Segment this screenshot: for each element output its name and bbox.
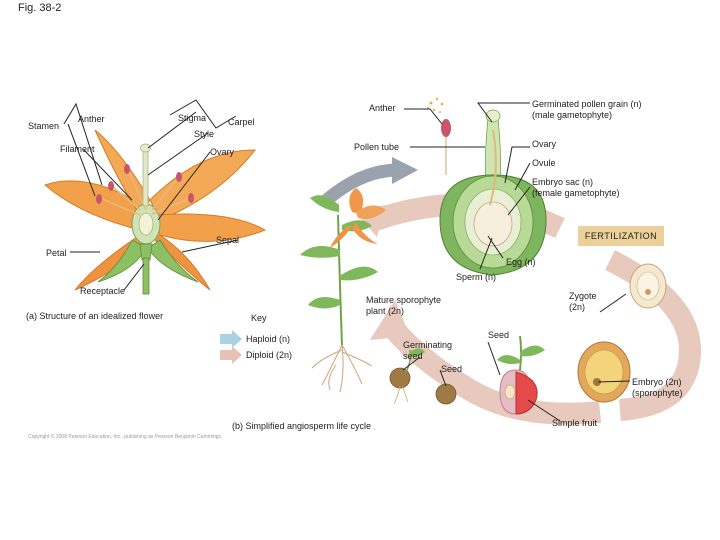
key-title: Key [251, 313, 267, 323]
label-stamen: Stamen [28, 121, 60, 131]
label-stigma: Stigma [178, 113, 207, 123]
leader-lines-b-top [404, 102, 531, 270]
label-mature-sporophyte: Mature sporophyte plant (2n) [366, 295, 442, 316]
label-simple-fruit: Simple fruit [552, 418, 598, 428]
key-haploid-label: Haploid (n) [246, 334, 291, 344]
sporophyte-plant [300, 188, 386, 393]
label-germinated-pollen: Germinated pollen grain (n) (male gameto… [532, 99, 642, 120]
key-legend [220, 330, 242, 364]
diploid-swatch [220, 346, 242, 364]
label-embryo: Embryo (2n) (sporophyte) [632, 377, 683, 398]
label-seed-top: Seed [488, 330, 510, 340]
label-pollen-tube: Pollen tube [354, 142, 400, 152]
pistil-closeup [427, 97, 547, 276]
label-carpel: Carpel [228, 117, 255, 127]
label-sperm: Sperm (n) [456, 272, 497, 282]
label-anther-a: Anther [78, 114, 105, 124]
label-filament: Filament [60, 144, 95, 154]
caption-b: (b) Simplified angiosperm life cycle [232, 421, 372, 431]
label-style: Style [194, 129, 215, 139]
label-germinating-seed: Germinating seed [403, 340, 453, 361]
label-receptacle: Receptacle [80, 286, 126, 296]
label-embryo-sac: Embryo sac (n) (female gametophyte) [532, 177, 620, 198]
caption-a: (a) Structure of an idealized flower [26, 311, 164, 321]
zygote-and-seeds [389, 263, 667, 415]
fertilization-banner: FERTILIZATION [578, 226, 664, 246]
haploid-arrow [317, 157, 418, 209]
label-zygote: Zygote (2n) [569, 291, 597, 312]
label-petal: Petal [46, 248, 67, 258]
label-sepal: Sepal [216, 235, 240, 245]
label-egg: Egg (n) [506, 257, 536, 267]
key-diploid-label: Diploid (2n) [246, 350, 293, 360]
flower-illustration [44, 129, 267, 295]
label-ovule: Ovule [532, 158, 556, 168]
copyright-notice: Copyright © 2008 Pearson Education, Inc.… [28, 434, 223, 440]
label-ovary-a: Ovary [210, 147, 235, 157]
figure-label: Fig. 38-2 [18, 2, 62, 14]
haploid-swatch [220, 330, 242, 348]
label-seed-bottom: Seed [441, 364, 463, 374]
label-anther-b: Anther [369, 103, 396, 113]
label-ovary-b: Ovary [532, 139, 557, 149]
leader-lines-b-bottom [402, 293, 631, 422]
leader-lines-a [63, 99, 239, 291]
